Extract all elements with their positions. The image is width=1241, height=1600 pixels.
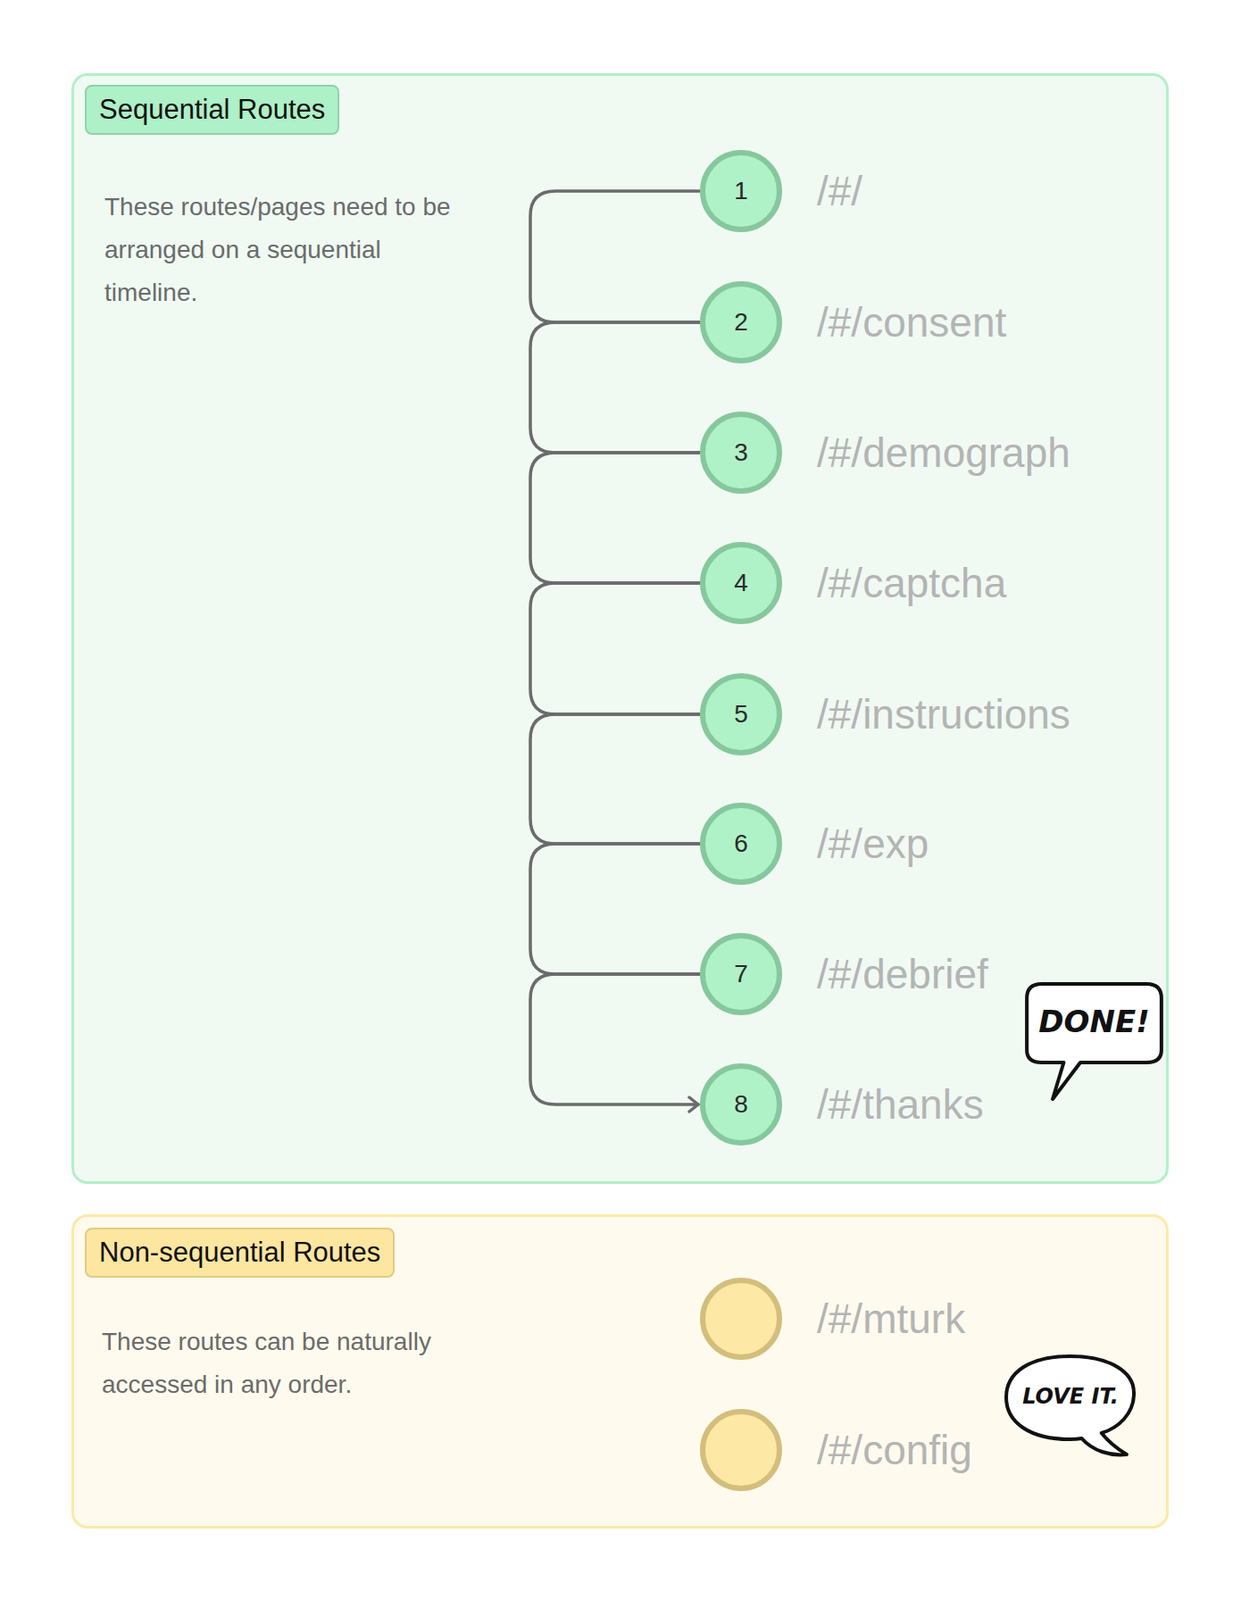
route-path: /#/config bbox=[816, 1429, 973, 1471]
route-circle: 2/#/consent bbox=[699, 281, 783, 364]
flow-connector bbox=[530, 974, 700, 1105]
flow-connector bbox=[530, 322, 700, 453]
flow-connector bbox=[530, 191, 700, 323]
speech-bubble-outline bbox=[1023, 980, 1166, 1103]
route-circle: 1/#/ bbox=[699, 149, 783, 233]
flow-connector bbox=[530, 843, 700, 975]
bubble-text: DONE! bbox=[1023, 980, 1166, 1063]
flow-connector bbox=[530, 583, 700, 715]
step-number: 4 bbox=[705, 547, 777, 619]
route-path: /#/instructions bbox=[816, 693, 1071, 735]
route-circle: 3/#/demograph bbox=[699, 411, 783, 494]
route-path: /#/mturk bbox=[816, 1298, 966, 1340]
route-circle: 4/#/captcha bbox=[699, 541, 783, 625]
step-number: 7 bbox=[705, 938, 777, 1010]
step-number: 8 bbox=[705, 1068, 777, 1141]
panel-description: These routes can be naturally accessed i… bbox=[101, 1320, 522, 1407]
speech-bubble: DONE! bbox=[1023, 980, 1166, 1103]
panel-title-badge: Sequential Routes bbox=[84, 84, 340, 135]
route-path: /#/consent bbox=[816, 301, 1007, 343]
route-path: /#/debrief bbox=[816, 953, 989, 995]
route-circle: /#/config bbox=[699, 1408, 783, 1491]
route-group-panel: Sequential RoutesThese routes/pages need… bbox=[71, 73, 1169, 1184]
route-path: /#/captcha bbox=[816, 562, 1007, 604]
speech-bubble: LOVE IT. bbox=[1002, 1352, 1139, 1460]
panel-title-badge: Non-sequential Routes bbox=[84, 1227, 395, 1278]
speech-bubble-shape bbox=[1006, 1356, 1134, 1455]
bubble-text: LOVE IT. bbox=[1002, 1352, 1139, 1440]
route-circle: 8/#/thanks bbox=[699, 1063, 783, 1146]
route-path: /#/demograph bbox=[816, 432, 1071, 474]
route-path: /#/ bbox=[816, 170, 863, 212]
step-number: 6 bbox=[705, 807, 777, 880]
step-number: 5 bbox=[705, 678, 777, 750]
speech-bubble-shape bbox=[1026, 983, 1162, 1100]
route-circle: 5/#/instructions bbox=[699, 673, 783, 756]
step-number: 1 bbox=[705, 155, 777, 227]
panel-description: These routes/pages need to be arranged o… bbox=[104, 185, 471, 315]
step-number: 3 bbox=[705, 416, 777, 489]
step-number: 2 bbox=[705, 286, 777, 359]
route-path: /#/exp bbox=[816, 823, 929, 865]
route-circle: 7/#/debrief bbox=[699, 932, 783, 1016]
route-circle: 6/#/exp bbox=[699, 802, 783, 885]
route-path: /#/thanks bbox=[816, 1083, 984, 1125]
route-circle: /#/mturk bbox=[699, 1277, 783, 1360]
flow-connector bbox=[530, 714, 700, 844]
route-group-panel: Non-sequential RoutesThese routes can be… bbox=[71, 1214, 1169, 1529]
flow-connector bbox=[530, 452, 700, 584]
